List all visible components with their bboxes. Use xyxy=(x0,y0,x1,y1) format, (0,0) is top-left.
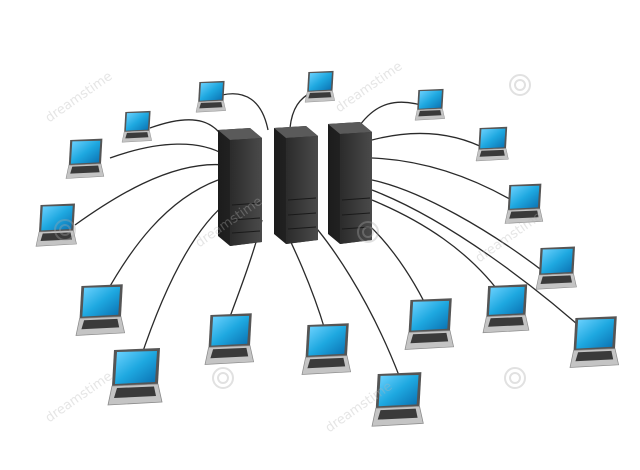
laptop-2 xyxy=(195,80,226,113)
laptop-5 xyxy=(475,126,509,162)
laptop-15 xyxy=(404,298,455,350)
laptop-11 xyxy=(107,348,163,406)
laptop-9 xyxy=(535,246,577,290)
server-rack-group xyxy=(218,122,372,246)
laptop-4 xyxy=(414,88,445,121)
laptop-16 xyxy=(482,284,530,334)
dreamstime-spiral-logo xyxy=(54,74,531,389)
laptop-screen xyxy=(199,82,223,101)
server-tower-middle xyxy=(274,126,318,244)
laptop-screen xyxy=(115,351,157,384)
laptop-screen xyxy=(576,318,615,349)
laptop-screen xyxy=(82,286,121,317)
laptop-1 xyxy=(121,110,152,143)
server-tower-right xyxy=(328,122,372,244)
laptop-17 xyxy=(569,316,620,368)
laptop-13 xyxy=(301,323,352,375)
laptop-3 xyxy=(304,70,335,103)
laptop-screen xyxy=(541,248,573,274)
laptop-screen xyxy=(211,315,250,346)
laptop-screen xyxy=(488,286,525,315)
laptop-screen xyxy=(308,72,332,91)
laptop-screen xyxy=(418,90,442,109)
laptop-screen xyxy=(41,205,73,231)
laptop-6 xyxy=(65,138,105,179)
laptop-14 xyxy=(371,372,424,427)
laptop-screen xyxy=(70,140,101,164)
laptop-screen xyxy=(308,325,347,356)
laptop-screen xyxy=(411,300,450,331)
laptop-screen xyxy=(509,185,540,209)
laptop-7 xyxy=(35,203,77,247)
server-tower-left xyxy=(218,128,262,246)
laptop-10 xyxy=(75,284,126,336)
laptop-screen xyxy=(125,112,149,131)
laptop-group xyxy=(35,70,620,427)
laptop-screen xyxy=(480,128,506,149)
laptop-screen xyxy=(378,374,419,407)
laptop-12 xyxy=(204,313,255,365)
laptop-8 xyxy=(504,183,544,224)
